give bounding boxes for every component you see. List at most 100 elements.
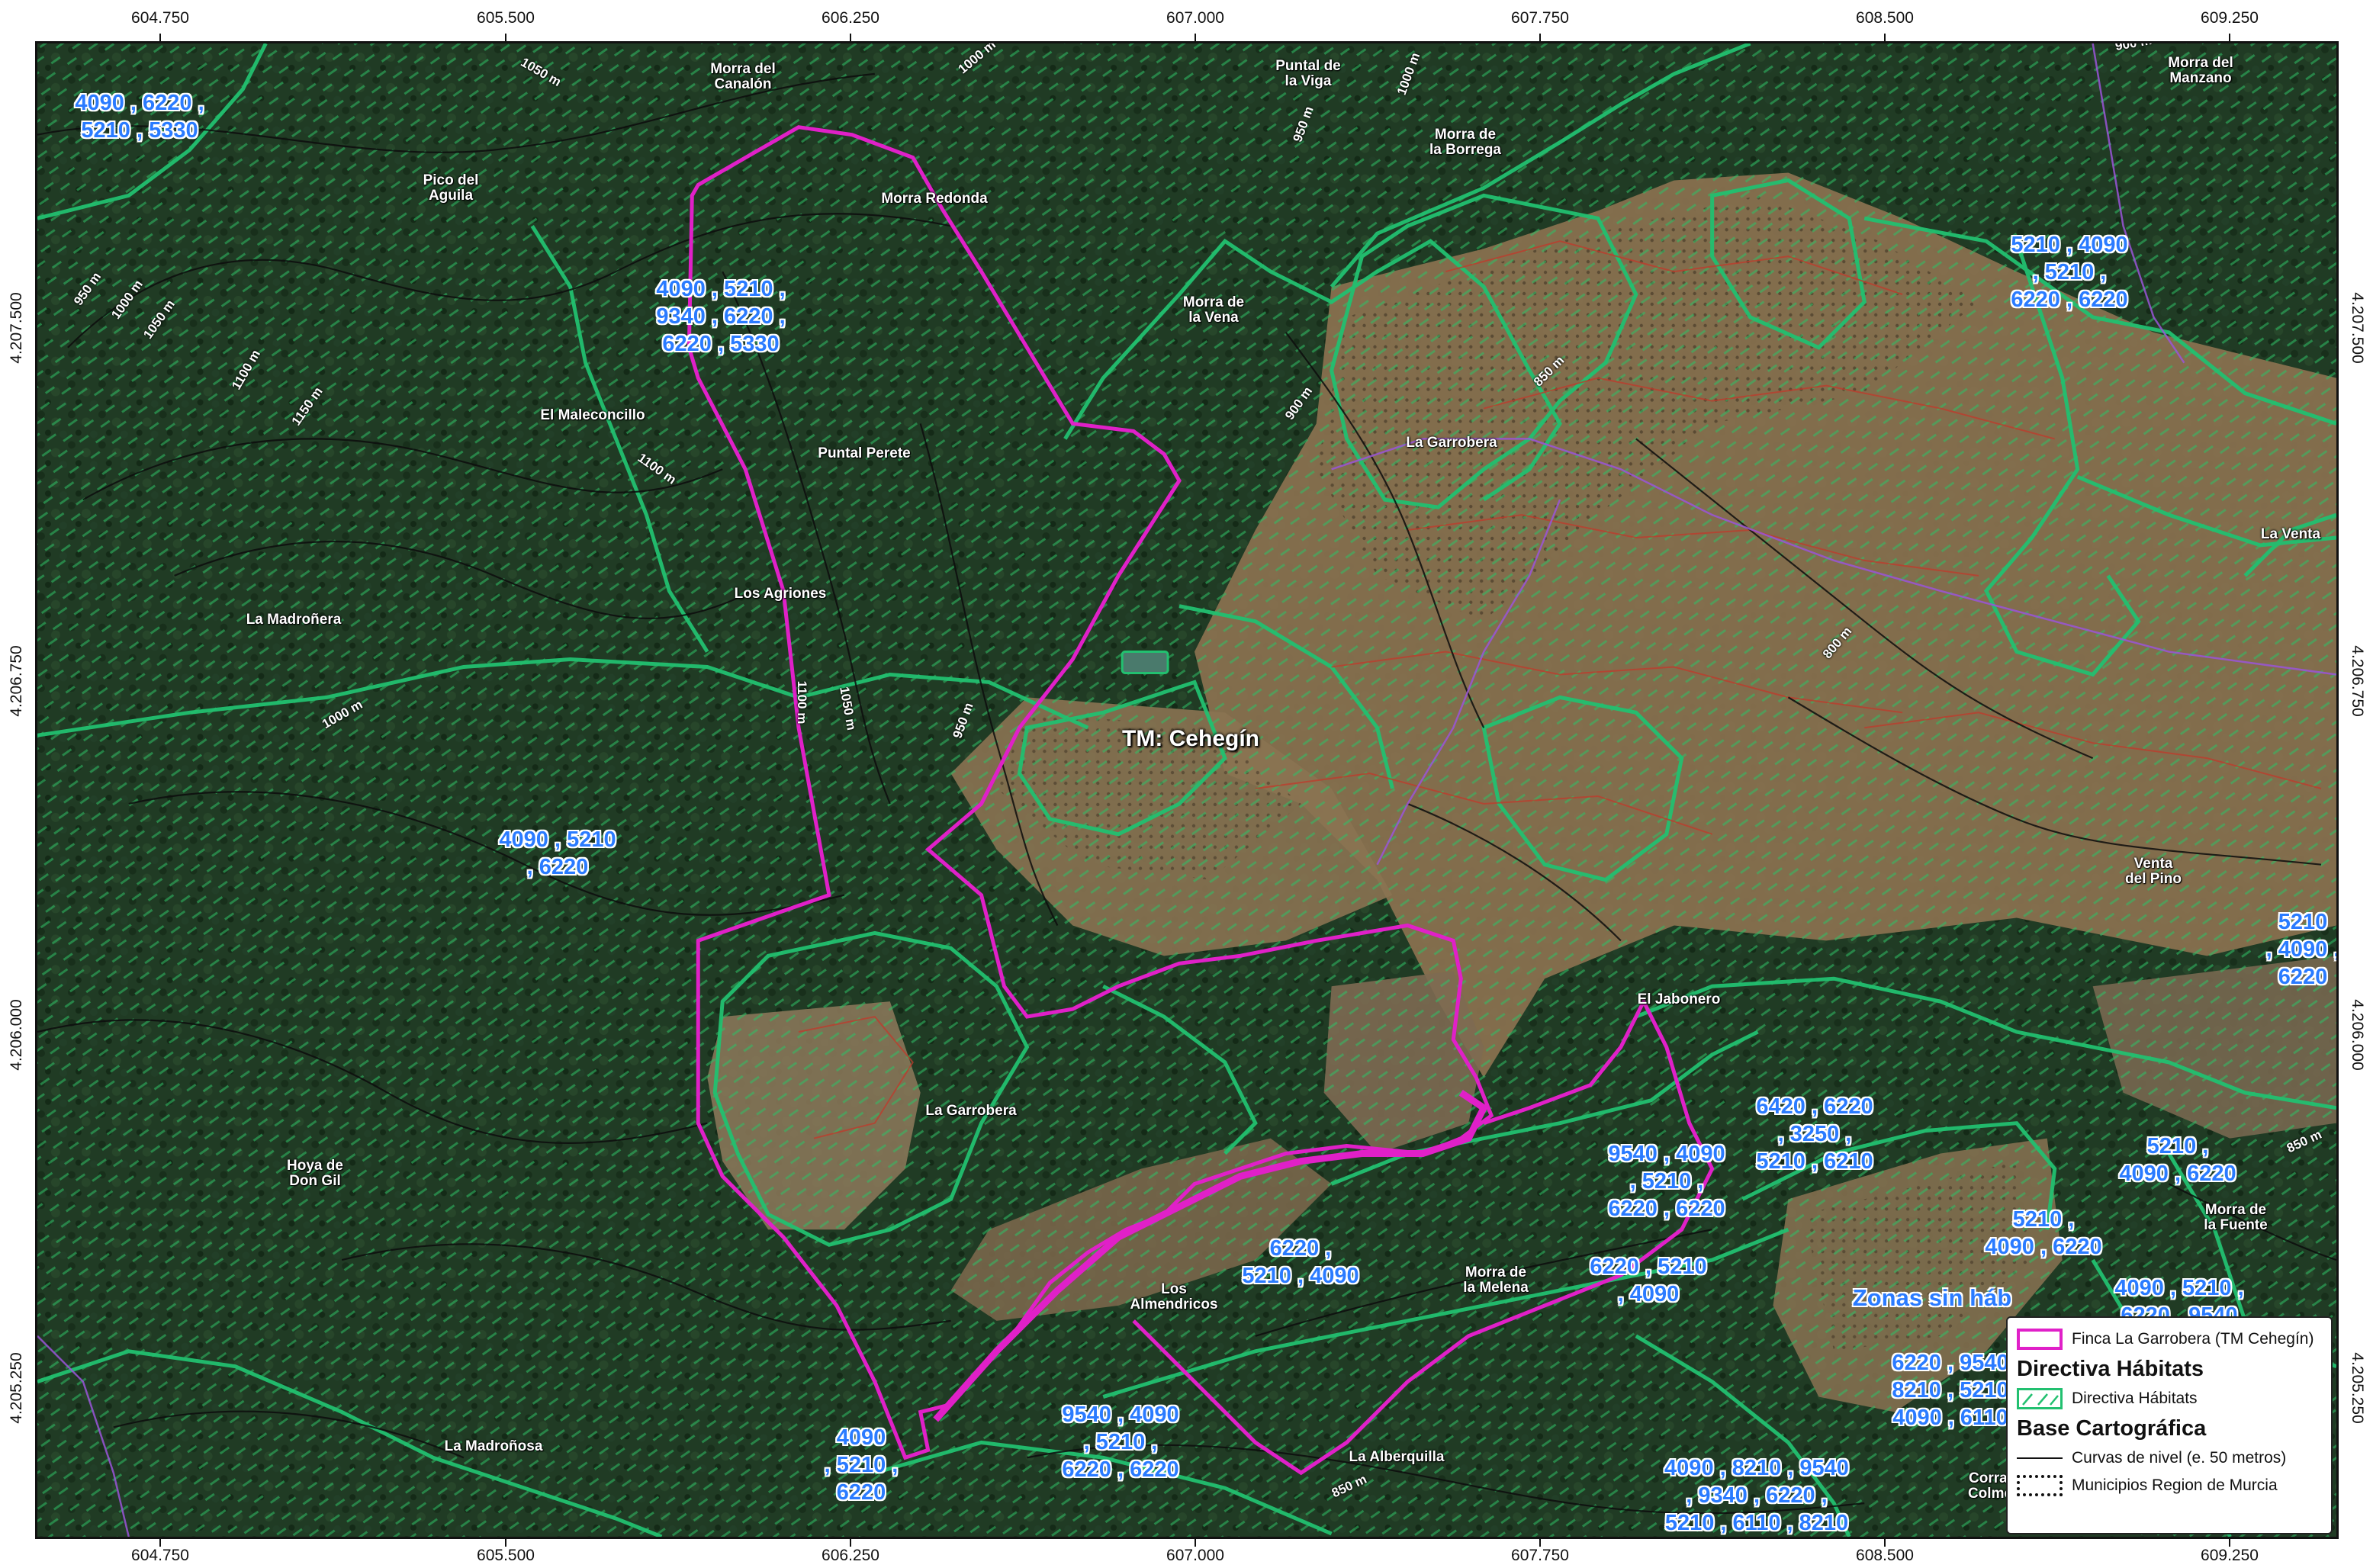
x-tick — [1195, 1539, 1196, 1547]
y-coord-left-2: 4.206.000 — [8, 999, 25, 1071]
habitat-code-label: 4090 , 6220 , 5210 , 5330 — [75, 91, 204, 143]
x-coord-bottom-6: 609.250 — [2201, 1547, 2259, 1564]
x-coord-top-2: 606.250 — [822, 9, 879, 27]
habitat-code-label: 9540 , 4090 , 5210 , 6220 , 6220 — [1062, 1403, 1179, 1482]
legend-dh-row: Directiva Hábitats — [2017, 1385, 2322, 1412]
x-coord-bottom-2: 606.250 — [822, 1547, 879, 1564]
y-coord-right-2: 4.206.000 — [2349, 999, 2366, 1071]
zone-without-habitat-label: Zonas sin háb — [1852, 1284, 2012, 1311]
habitat-code-label: 9540 , 4090 , 5210 , 6220 , 6220 — [1608, 1142, 1725, 1221]
x-coord-top-4: 607.750 — [1511, 9, 1569, 27]
y-coord-left-1: 4.206.750 — [8, 645, 25, 717]
x-tick — [850, 34, 851, 41]
legend-municipality-row: Municipios Region de Murcia — [2017, 1472, 2322, 1499]
x-coord-bottom-4: 607.750 — [1511, 1547, 1569, 1564]
habitat-code-label: 5210 , 4090 , 6220 — [2119, 1134, 2236, 1186]
habitat-outlines — [37, 43, 2336, 1537]
habitat-hatch-swatch-icon — [2017, 1388, 2063, 1409]
x-coord-bottom-3: 607.000 — [1166, 1547, 1224, 1564]
place-morra-de-la-borrega: Morra de la Borrega — [1429, 127, 1501, 158]
y-coord-left-0: 4.207.500 — [8, 292, 25, 364]
contour-swatch-icon — [2017, 1448, 2063, 1469]
place-la-garrobera-north: La Garrobera — [1406, 435, 1497, 451]
habitat-hatch — [37, 43, 2336, 1537]
place-puntal-de-la-viga: Puntal de la Viga — [1275, 58, 1341, 89]
x-tick — [1539, 34, 1541, 41]
x-tick — [159, 1539, 161, 1547]
x-tick — [505, 1539, 506, 1547]
habitat-code-label: 4090 , 5210 , 6220 — [824, 1425, 899, 1505]
contour-label: 1100 m — [795, 680, 809, 725]
legend-dh-label: Directiva Hábitats — [2072, 1390, 2198, 1407]
place-la-madronosa: La Madroñosa — [444, 1438, 543, 1454]
x-tick — [2229, 1539, 2230, 1547]
x-tick — [1884, 34, 1886, 41]
x-coord-bottom-5: 608.500 — [1856, 1547, 1914, 1564]
municipality-label: TM: Cehegín — [1122, 726, 1259, 751]
y-coord-left-3: 4.205.250 — [8, 1352, 25, 1424]
place-los-agriones: Los Agriones — [734, 586, 827, 602]
x-tick — [2229, 34, 2230, 41]
legend-finca-label: Finca La Garrobera (TM Cehegín) — [2072, 1330, 2314, 1348]
x-tick — [1884, 1539, 1886, 1547]
place-pico-del-aguila: Pico del Aguila — [423, 172, 479, 204]
habitat-code-label: 4090 , 8210 , 9540 , 9340 , 6220 , 5210 … — [1664, 1456, 1849, 1535]
x-coord-top-5: 608.500 — [1856, 9, 1914, 27]
habitat-code-label: 5210 , 4090 , 5210 , 6220 , 6220 — [2011, 233, 2128, 312]
place-la-venta: La Venta — [2260, 526, 2321, 542]
roads — [37, 43, 2336, 1537]
x-coord-top-1: 605.500 — [477, 9, 535, 27]
field-boundaries — [798, 240, 2322, 1139]
legend-finca-row: Finca La Garrobera (TM Cehegín) — [2017, 1325, 2322, 1353]
x-tick — [505, 34, 506, 41]
place-morra-de-la-fuente: Morra de la Fuente — [2204, 1202, 2268, 1233]
habitat-code-label: 5210 , 4090 , 6220 — [2265, 910, 2336, 989]
x-tick — [1539, 1539, 1541, 1547]
place-el-maleconcillo: El Maleconcillo — [540, 407, 645, 423]
place-morra-redonda: Morra Redonda — [881, 191, 988, 207]
legend-base-title: Base Cartográfica — [2017, 1416, 2207, 1441]
x-coord-top-0: 604.750 — [131, 9, 189, 27]
legend-contour-row: Curvas de nivel (e. 50 metros) — [2017, 1444, 2322, 1472]
habitat-code-label: 6220 , 5210 , 4090 — [1590, 1255, 1707, 1306]
habitat-code-label: 6420 , 6220 , 3250 , 5210 , 6210 — [1756, 1094, 1873, 1174]
habitat-code-label: 6220 , 9540 8210 , 5210 4090 , 6110 — [1892, 1351, 2009, 1430]
x-tick — [1195, 34, 1196, 41]
map-legend: Finca La Garrobera (TM Cehegín) Directiv… — [2006, 1316, 2333, 1534]
place-morra-de-la-melena: Morra de la Melena — [1463, 1264, 1529, 1296]
reservoir — [1121, 651, 1169, 674]
map-imagery — [37, 43, 2336, 1537]
habitat-code-label: 6220 , 5210 , 4090 — [1242, 1236, 1359, 1288]
place-hoya-de-don-gil: Hoya de Don Gil — [287, 1158, 343, 1189]
finca-boundary — [686, 125, 1715, 1476]
legend-contour-label: Curvas de nivel (e. 50 metros) — [2072, 1449, 2287, 1467]
place-el-jabonero: El Jabonero — [1637, 991, 1721, 1007]
place-venta-del-pino: Venta del Pino — [2125, 856, 2182, 887]
place-morra-del-canalon: Morra del Canalón — [710, 61, 776, 92]
x-coord-bottom-0: 604.750 — [131, 1547, 189, 1564]
x-tick — [159, 34, 161, 41]
x-tick — [850, 1539, 851, 1547]
habitat-code-label: 5210 , 4090 , 6220 — [1985, 1207, 2102, 1259]
y-coord-right-1: 4.206.750 — [2349, 645, 2366, 717]
place-morra-del-manzano: Morra del Manzano — [2168, 55, 2233, 86]
place-la-garrobera-south: La Garrobera — [925, 1103, 1017, 1119]
place-la-madronera: La Madroñera — [246, 612, 342, 628]
x-coord-top-6: 609.250 — [2201, 9, 2259, 27]
legend-municipality-label: Municipios Region de Murcia — [2072, 1476, 2278, 1494]
habitat-code-label: 4090 , 5210 , 9340 , 6220 , 6220 , 5330 — [656, 277, 786, 356]
y-coord-right-0: 4.207.500 — [2349, 292, 2366, 364]
place-morra-de-la-vena: Morra de la Vena — [1182, 294, 1245, 326]
place-la-alberquilla: La Alberquilla — [1349, 1449, 1445, 1465]
habitat-code-label: 4090 , 5210 , 6220 — [499, 827, 616, 879]
municipality-swatch-icon — [2017, 1475, 2063, 1496]
place-puntal-perete: Puntal Perete — [818, 445, 911, 461]
y-coord-right-3: 4.205.250 — [2349, 1352, 2366, 1424]
x-coord-top-3: 607.000 — [1166, 9, 1224, 27]
legend-dh-title: Directiva Hábitats — [2017, 1357, 2204, 1381]
x-coord-bottom-1: 605.500 — [477, 1547, 535, 1564]
finca-swatch-icon — [2017, 1329, 2063, 1350]
place-los-almendricos: Los Almendricos — [1130, 1281, 1218, 1313]
place-corral-colme: Corral Colme — [1967, 1470, 2013, 1502]
